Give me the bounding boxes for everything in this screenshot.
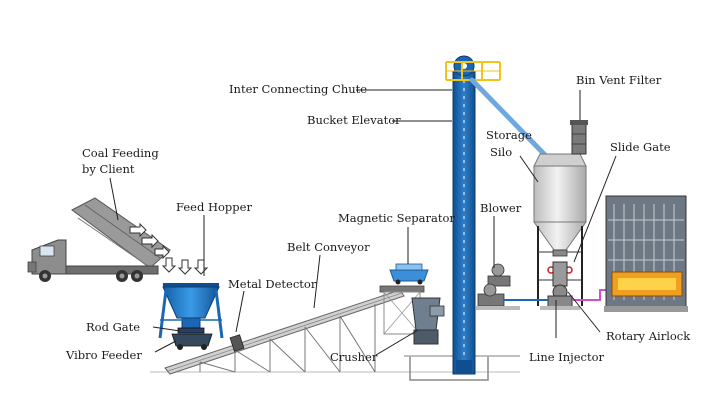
feed-hopper — [158, 283, 224, 339]
storage-silo-label-line1: Storage — [486, 128, 532, 142]
magnetic-separator — [389, 263, 429, 285]
magnetic-separator-label: Magnetic Separator — [338, 211, 455, 225]
vibro-feeder-label: Vibro Feeder — [65, 348, 142, 362]
dump-truck — [27, 197, 171, 282]
rotary-airlock — [552, 261, 568, 300]
boiler — [604, 195, 688, 312]
belt-conveyor-label: Belt Conveyor — [287, 240, 370, 254]
bin-vent-filter-label: Bin Vent Filter — [576, 73, 662, 87]
metal-detector-label: Metal Detector — [228, 277, 317, 291]
slide-gate-label: Slide Gate — [610, 140, 671, 154]
rotary-airlock-label: Rotary Airlock — [606, 329, 691, 343]
vibro-feeder — [171, 333, 213, 350]
inter-connecting-chute — [469, 77, 551, 161]
storage-silo-label-line2: Silo — [490, 145, 512, 159]
bin-vent-filter — [570, 120, 588, 155]
belt-conveyor — [164, 285, 425, 375]
storage-silo — [533, 153, 587, 306]
rod-gate-label: Rod Gate — [86, 320, 140, 334]
inter-connecting-chute-label: Inter Connecting Chute — [229, 82, 367, 96]
line-injector — [540, 295, 580, 310]
rod-gate — [177, 327, 205, 334]
coal-feeding-label-line2: by Client — [82, 162, 135, 176]
blower — [476, 263, 520, 310]
crusher — [411, 297, 445, 345]
line-injector-label: Line Injector — [529, 350, 604, 364]
feed-hopper-label: Feed Hopper — [176, 200, 252, 214]
bucket-elevator — [452, 55, 476, 375]
bucket-elevator-label: Bucket Elevator — [307, 113, 401, 127]
leader-lines — [109, 89, 617, 356]
metal-detector — [229, 334, 245, 352]
blower-label: Blower — [480, 201, 522, 215]
crusher-label: Crusher — [330, 350, 378, 364]
coal-feeding-label-line1: Coal Feeding — [82, 146, 159, 160]
